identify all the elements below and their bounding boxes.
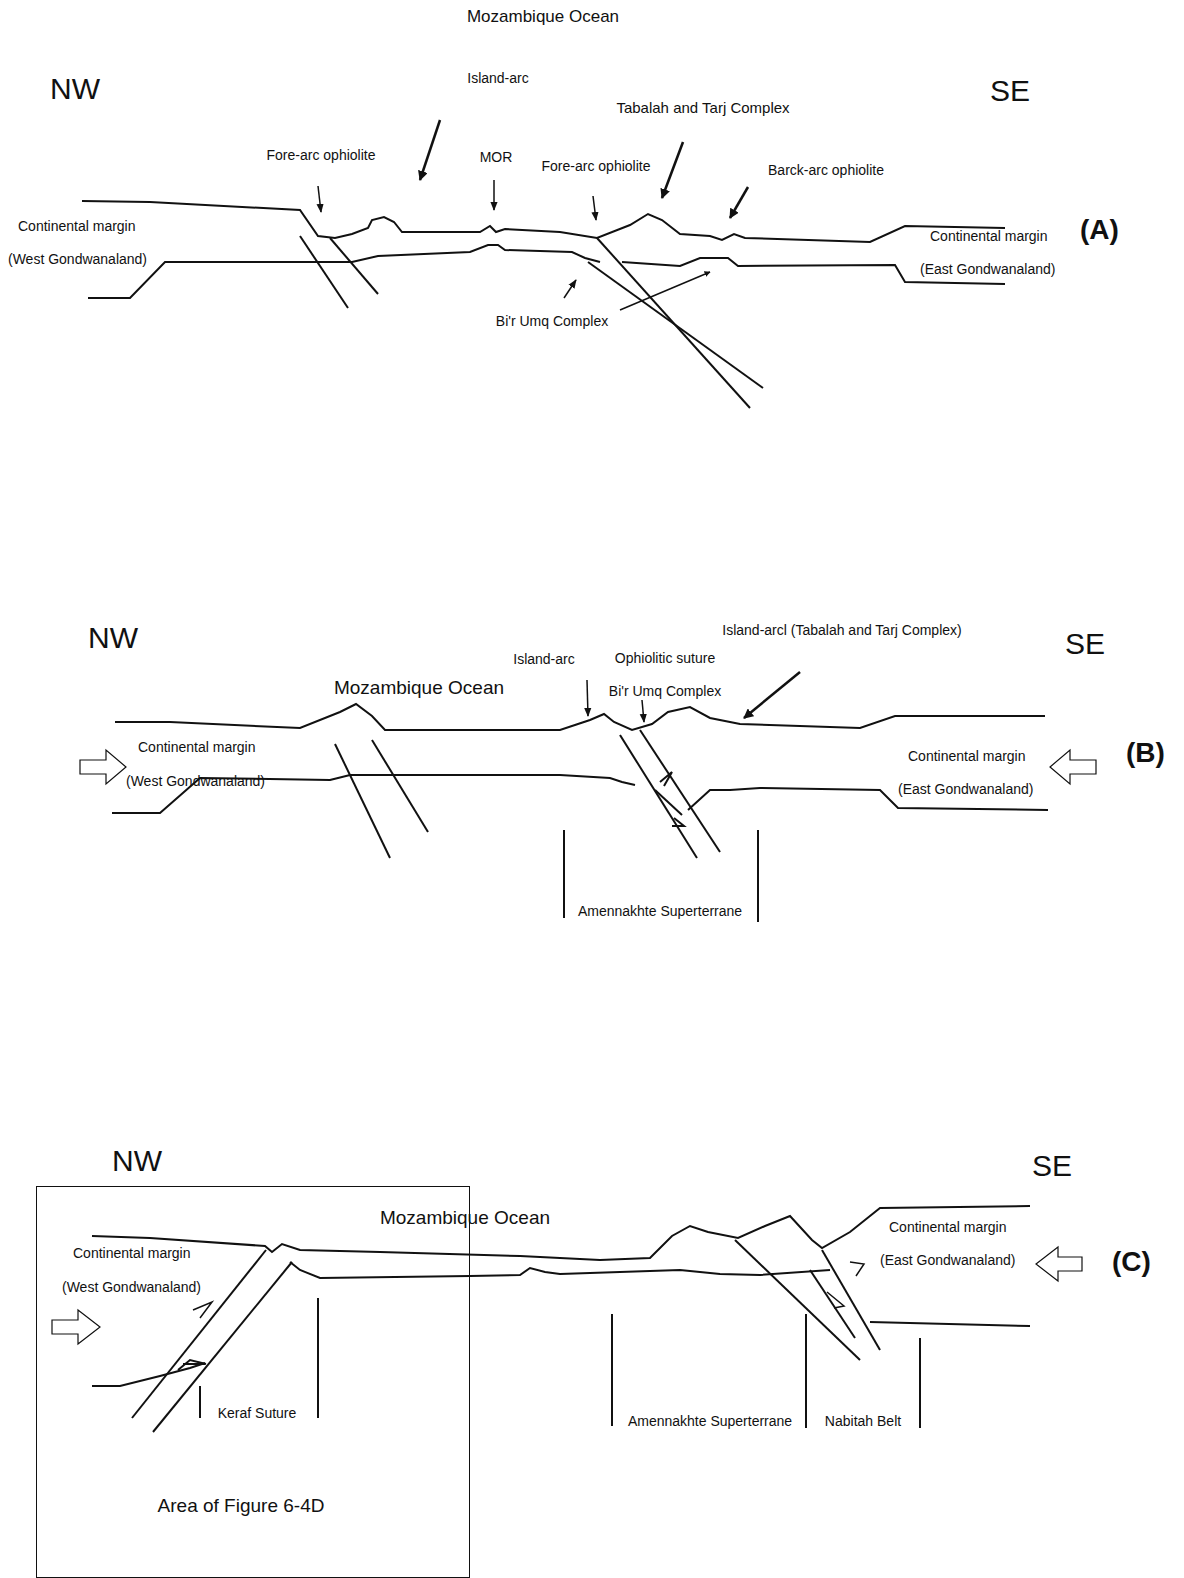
panel-letter: (B) [1126, 738, 1165, 769]
feature-label: Continental margin [73, 1246, 191, 1261]
feature-label: Fore-arc ophiolite [542, 159, 651, 174]
feature-label: Continental margin [138, 740, 256, 755]
feature-label: Nabitah Belt [825, 1414, 901, 1429]
direction-label: NW [88, 621, 138, 654]
feature-label: Amennakhte Superterrane [628, 1414, 792, 1429]
direction-label: NW [50, 72, 100, 105]
direction-label: SE [1065, 627, 1105, 660]
feature-label: Island-arc [467, 71, 528, 86]
figure-area-box: Area of Figure 6-4D [36, 1186, 470, 1578]
feature-label: Mozambique Ocean [380, 1208, 550, 1229]
direction-label: SE [1032, 1149, 1072, 1182]
feature-label: Continental margin [889, 1220, 1007, 1235]
box-caption: Area of Figure 6-4D [158, 1495, 325, 1517]
feature-label: Tabalah and Tarj Complex [616, 100, 789, 117]
feature-label: Continental margin [908, 749, 1026, 764]
feature-label: Bi'r Umq Complex [496, 314, 608, 329]
feature-label: (West Gondwanaland) [8, 252, 147, 267]
feature-label: Ophiolitic suture [615, 651, 715, 666]
direction-label: SE [990, 74, 1030, 107]
feature-label: (West Gondwanaland) [126, 774, 265, 789]
feature-label: Barck-arc ophiolite [768, 163, 884, 178]
feature-label: Continental margin [930, 229, 1048, 244]
direction-label: NW [112, 1144, 162, 1177]
feature-label: (West Gondwanaland) [62, 1280, 201, 1295]
feature-label: Fore-arc ophiolite [267, 148, 376, 163]
feature-label: Keraf Suture [218, 1406, 297, 1421]
feature-label: (East Gondwanaland) [898, 782, 1033, 797]
feature-label: Island-arc [513, 652, 574, 667]
feature-label: Mozambique Ocean [334, 678, 504, 699]
feature-label: MOR [480, 150, 513, 165]
panel-letter: (A) [1080, 215, 1119, 246]
feature-label: Amennakhte Superterrane [578, 904, 742, 919]
panel-letter: (C) [1112, 1247, 1151, 1278]
feature-label: (East Gondwanaland) [920, 262, 1055, 277]
feature-label: (East Gondwanaland) [880, 1253, 1015, 1268]
feature-label: Bi'r Umq Complex [609, 684, 721, 699]
feature-label: Continental margin [18, 219, 136, 234]
feature-label: Island-arcl (Tabalah and Tarj Complex) [722, 623, 961, 638]
feature-label: Mozambique Ocean [467, 8, 619, 27]
